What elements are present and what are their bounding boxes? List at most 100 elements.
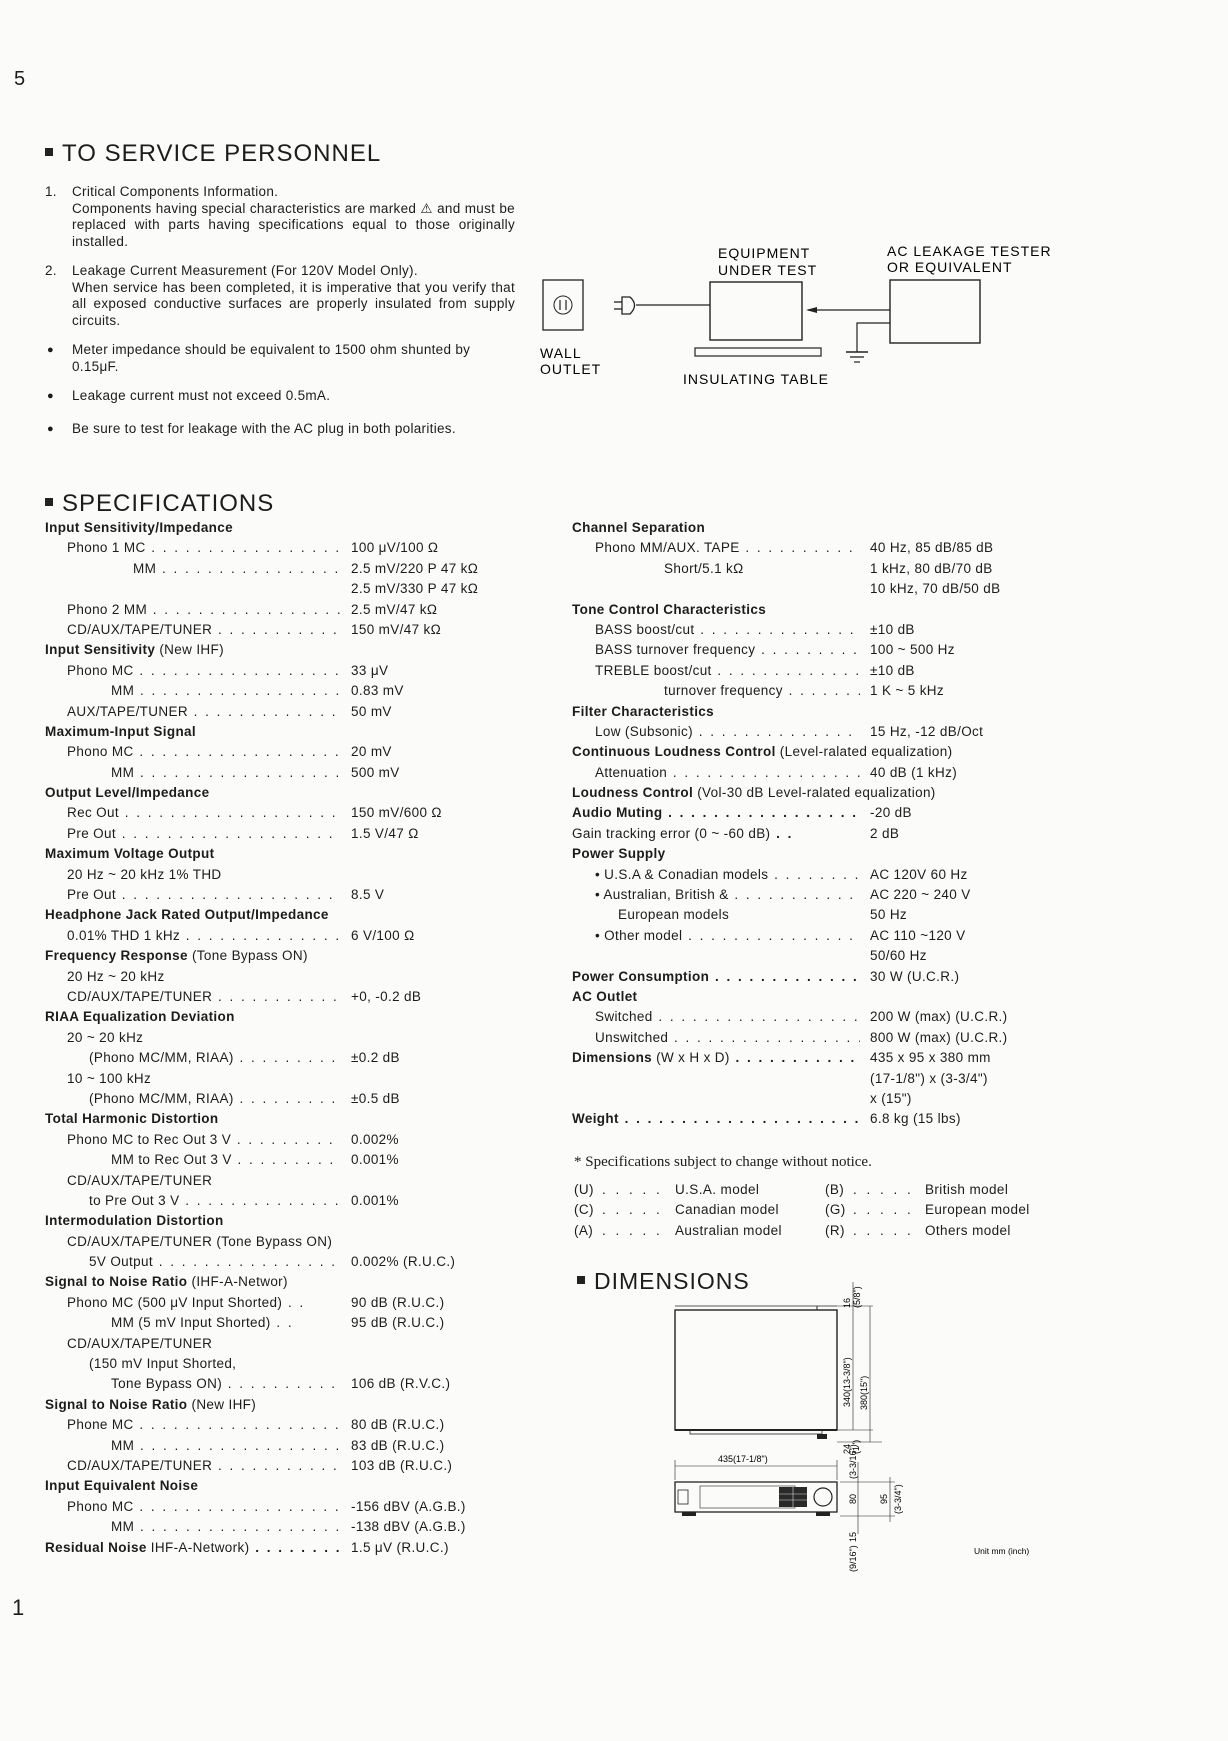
spec-row: MM . . . . . . . . . . . . . . . . . . .… xyxy=(45,1517,545,1537)
spec-label-text: MM xyxy=(111,1519,135,1535)
spec-label: Filter Characteristics xyxy=(572,702,714,722)
leader-dots: . . . . . . . . . . . . . . . . . . . . … xyxy=(734,887,860,903)
spec-row: Unswitched . . . . . . . . . . . . . . .… xyxy=(572,1028,1092,1048)
leader-dots: . . . . . . . . . . . . . . . . . . . . … xyxy=(674,1029,860,1045)
item-body: Leakage current must not exceed 0.5mA. xyxy=(72,388,331,403)
spec-label-text: 0.01% THD 1 kHz xyxy=(67,927,181,943)
spec-label-text: Pre Out xyxy=(67,887,116,903)
item-body: Components having special characteristic… xyxy=(72,200,515,249)
dim-total: 380(15") xyxy=(859,1376,869,1410)
spec-value: 6.8 kg (15 lbs) xyxy=(870,1111,961,1127)
spec-value: 6 V/100 Ω xyxy=(351,927,415,943)
spec-value: 40 dB (1 kHz) xyxy=(870,764,958,780)
spec-label-text: CD/AUX/TAPE/TUNER xyxy=(67,1457,213,1473)
spec-heading: Input Sensitivity/Impedance xyxy=(45,520,233,535)
spec-label: Short/5.1 kΩ xyxy=(664,559,744,579)
spec-label: Phono MC to Rec Out 3 V . . . . . . . . … xyxy=(67,1130,341,1150)
dim-bottom-in: (9/16") xyxy=(848,1545,858,1572)
leader-dots: . . . . . . . . . . . . . . . . . . . . … xyxy=(714,968,860,984)
spec-row: BASS turnover frequency . . . . . . . . … xyxy=(572,640,1092,660)
spec-row: Phono MM/AUX. TAPE . . . . . . . . . . .… xyxy=(572,538,1092,558)
spec-label-text: Phono MC xyxy=(67,662,134,678)
spec-label: • Other model . . . . . . . . . . . . . … xyxy=(595,926,860,946)
spec-label: MM . . . . . . . . . . . . . . . . . . .… xyxy=(111,1436,341,1456)
spec-row: CD/AUX/TAPE/TUNER (Tone Bypass ON) xyxy=(45,1232,545,1252)
spec-value: 1 K ~ 5 kHz xyxy=(870,683,945,699)
spec-value: 2 dB xyxy=(870,825,900,841)
model-code: (G) xyxy=(825,1202,846,1218)
spec-row: AUX/TAPE/TUNER . . . . . . . . . . . . .… xyxy=(45,702,545,722)
spec-heading: Residual Noise xyxy=(45,1539,147,1555)
spec-row: Low (Subsonic) . . . . . . . . . . . . .… xyxy=(572,722,1092,742)
spec-heading-row: Signal to Noise Ratio (IHF-A-Networ) xyxy=(45,1272,545,1292)
spec-label: Tone Bypass ON) . . . . . . . . . . . . … xyxy=(111,1374,341,1394)
leader-dots: . . . . . . . . . . . . . . . . . . . . … xyxy=(668,805,860,821)
leader-dots: . . . . . . . . . . . . . . . . . . . . … xyxy=(237,1152,341,1168)
spec-row: Phono MC . . . . . . . . . . . . . . . .… xyxy=(45,742,545,762)
tester-label-2: OR EQUIVALENT xyxy=(887,259,1013,275)
model-name: U.S.A. model xyxy=(675,1182,760,1197)
spec-label-text: CD/AUX/TAPE/TUNER xyxy=(67,1172,213,1188)
spec-row: 10 ~ 100 kHz xyxy=(45,1069,545,1089)
spec-value: AC 220 ~ 240 V xyxy=(870,887,971,903)
spec-label-text: BASS boost/cut xyxy=(595,621,695,637)
spec-heading-note: (Tone Bypass ON) xyxy=(187,948,308,964)
spec-row: Phone MC . . . . . . . . . . . . . . . .… xyxy=(45,1415,545,1435)
spec-row: (150 mV Input Shorted, xyxy=(45,1354,545,1374)
dim-top: 16 xyxy=(842,1298,852,1308)
spec-value: 100 ~ 500 Hz xyxy=(870,642,955,658)
spec-heading-row: Weight . . . . . . . . . . . . . . . . .… xyxy=(572,1109,1092,1129)
spec-value: 83 dB (R.U.C.) xyxy=(351,1437,445,1453)
spec-row: Tone Bypass ON) . . . . . . . . . . . . … xyxy=(45,1374,545,1394)
spec-row: CD/AUX/TAPE/TUNER xyxy=(45,1171,545,1191)
spec-label-text: Tone Bypass ON) xyxy=(111,1376,223,1392)
spec-value: 80 dB (R.U.C.) xyxy=(351,1417,445,1433)
spec-label-text: Unswitched xyxy=(595,1029,669,1045)
model-code-row: (A) . . . . . Australian model (R) . . .… xyxy=(574,1221,1054,1241)
spec-label: Phono 2 MM . . . . . . . . . . . . . . .… xyxy=(67,600,341,620)
spec-label: Maximum-Input Signal xyxy=(45,722,196,742)
spec-row: 20 Hz ~ 20 kHz xyxy=(45,967,545,987)
spec-label: Attenuation . . . . . . . . . . . . . . … xyxy=(595,763,860,783)
spec-label: Pre Out . . . . . . . . . . . . . . . . … xyxy=(67,885,341,905)
spec-value: 10 kHz, 70 dB/50 dB xyxy=(870,581,1001,597)
spec-label: BASS turnover frequency . . . . . . . . … xyxy=(595,640,860,660)
spec-heading-note: (W x H x D) xyxy=(652,1050,730,1066)
spec-label: Unswitched . . . . . . . . . . . . . . .… xyxy=(595,1028,860,1048)
spec-label-text: Switched xyxy=(595,1009,653,1025)
model-code-row: (C) . . . . . Canadian model (G) . . . .… xyxy=(574,1200,1054,1220)
spec-label-text: 10 ~ 100 kHz xyxy=(67,1070,152,1086)
spec-heading: Loudness Control xyxy=(572,785,694,801)
spec-value: 2.5 mV/220 P 47 kΩ xyxy=(351,560,479,576)
spec-value: -20 dB xyxy=(870,805,912,821)
service-item: ● Leakage current must not exceed 0.5mA. xyxy=(45,388,515,405)
spec-label: Audio Muting . . . . . . . . . . . . . .… xyxy=(572,803,860,823)
spec-value: 33 μV xyxy=(351,662,389,678)
leader-dots: . . . . . . . . . . . . . . . . . . . . … xyxy=(185,1192,341,1208)
spec-heading: Output Level/Impedance xyxy=(45,785,210,801)
dimensions-heading: DIMENSIONS xyxy=(577,1268,750,1295)
spec-value: 100 μV/100 Ω xyxy=(351,540,439,556)
spec-label: CD/AUX/TAPE/TUNER (Tone Bypass ON) xyxy=(67,1232,332,1252)
spec-row: CD/AUX/TAPE/TUNER . . . . . . . . . . . … xyxy=(45,987,545,1007)
spec-row: Attenuation . . . . . . . . . . . . . . … xyxy=(572,763,1092,783)
spec-heading-note: (IHF-A-Networ) xyxy=(187,1274,288,1290)
spec-heading-row: Audio Muting . . . . . . . . . . . . . .… xyxy=(572,803,1092,823)
spec-row: TREBLE boost/cut . . . . . . . . . . . .… xyxy=(572,661,1092,681)
spec-value: ±10 dB xyxy=(870,662,915,678)
spec-label-text: Phono MC xyxy=(67,744,134,760)
ac-plug-icon xyxy=(614,296,636,315)
leader-dots: . . . . . . . . . . . . . . . . . . . . … xyxy=(193,703,341,719)
spec-row: CD/AUX/TAPE/TUNER . . . . . . . . . . . … xyxy=(45,1456,545,1476)
leader-dots: . . . . . . . . . . . . . . . . . . . . … xyxy=(151,540,341,556)
spec-label-text: Phono MC xyxy=(67,1498,134,1514)
spec-row: • Other model . . . . . . . . . . . . . … xyxy=(572,926,1092,946)
spec-label: MM to Rec Out 3 V . . . . . . . . . . . … xyxy=(111,1150,341,1170)
spec-value: 8.5 V xyxy=(351,887,385,903)
spec-heading-row: Maximum-Input Signal xyxy=(45,722,545,742)
spec-value: 435 x 95 x 380 mm xyxy=(870,1050,991,1066)
spec-heading-row: Intermodulation Distortion xyxy=(45,1211,545,1231)
spec-label-text: 20 Hz ~ 20 kHz xyxy=(67,968,165,984)
spec-label: 20 Hz ~ 20 kHz xyxy=(67,967,165,987)
leader-dots: . . . . . . . . . . . . . . . . . . . . … xyxy=(124,805,341,821)
